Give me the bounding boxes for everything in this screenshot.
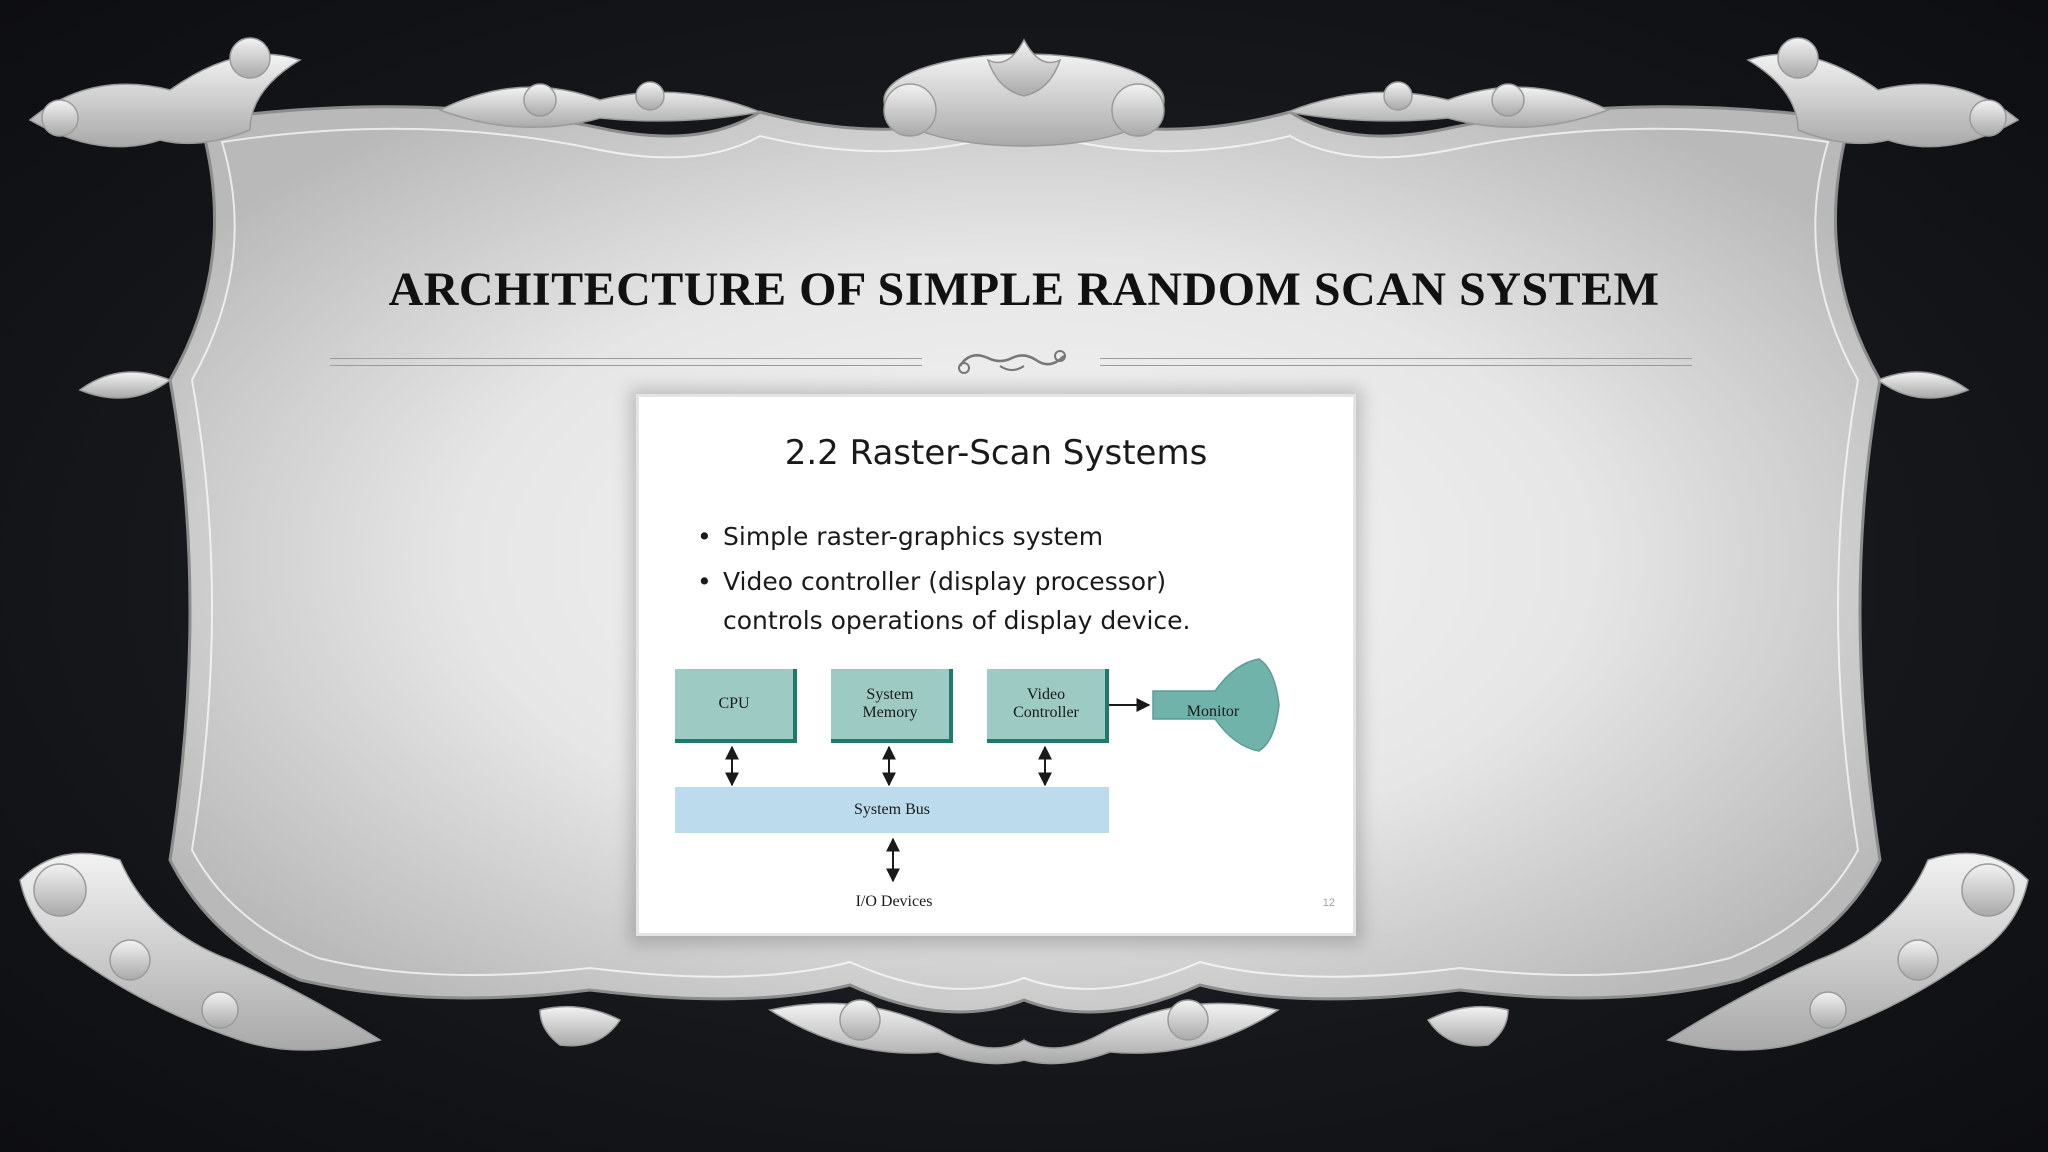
system-memory-box: System Memory [831,669,953,743]
system-bus: System Bus [675,787,1109,833]
monitor-shape [1152,658,1280,752]
bottom-ornaments [19,852,2029,1065]
slide-title: ARCHITECTURE OF SIMPLE RANDOM SCAN SYSTE… [388,263,1660,316]
embedded-slide-picture: 2.2 Raster-Scan Systems Simple raster-gr… [636,394,1356,936]
io-devices-label: I/O Devices [855,893,933,910]
bullet-list: Simple raster-graphics system Video cont… [697,517,1243,646]
bullet-item: Video controller (display processor) con… [697,562,1243,640]
cpu-box: CPU [675,669,797,743]
architecture-diagram [725,658,1280,883]
page-number: 12 [1322,897,1335,909]
scroll-flourish-icon [958,350,1066,374]
title-divider-left [330,358,922,366]
video-controller-box: Video Controller [987,669,1109,743]
top-ornaments [28,37,2020,399]
picture-heading: 2.2 Raster-Scan Systems [784,433,1208,473]
bullet-item: Simple raster-graphics system [697,517,1243,556]
title-divider-right [1100,358,1692,366]
monitor-label: Monitor [1186,703,1240,720]
